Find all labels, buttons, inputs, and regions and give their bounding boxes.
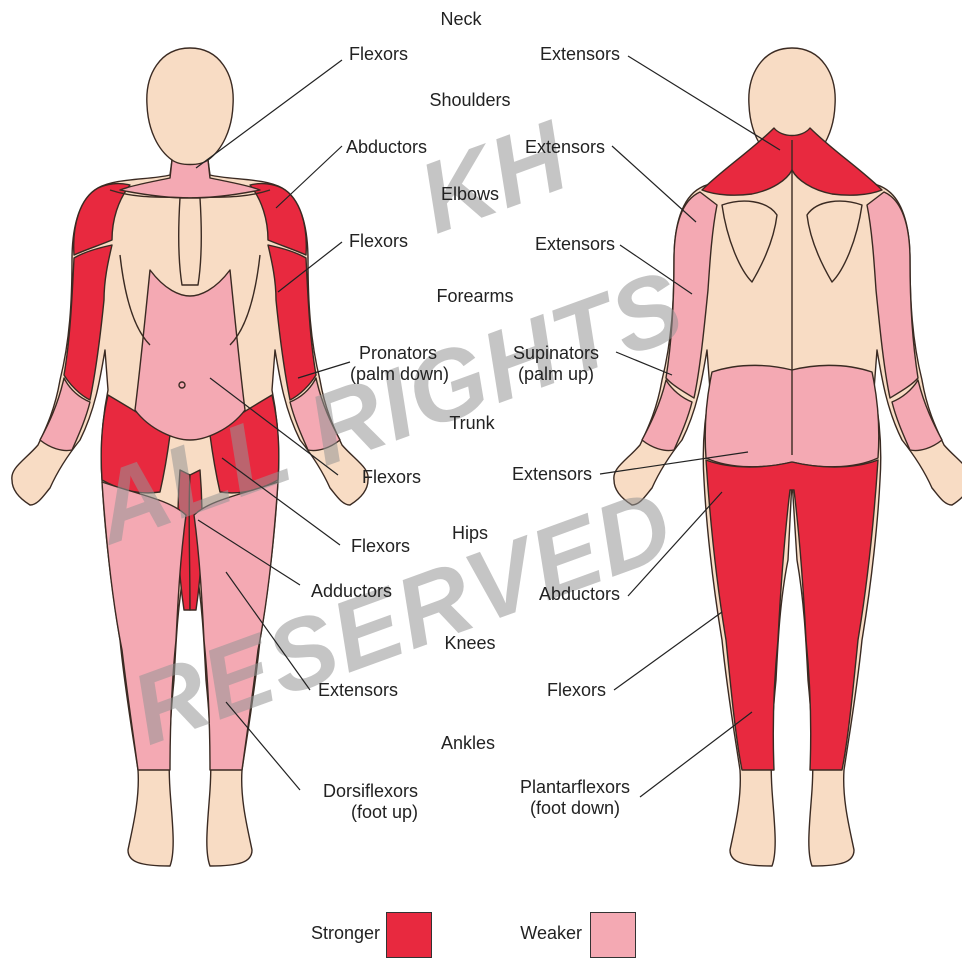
- leader-back-forearm-supinators: [616, 352, 672, 375]
- label-front-neck-flexors: Flexors: [349, 44, 408, 65]
- joint-forearms: Forearms: [420, 286, 530, 307]
- leader-back-neck-extensors: [628, 56, 780, 150]
- label-front-knee-extensors: Extensors: [318, 680, 398, 701]
- legend-stronger-swatch: [386, 912, 432, 958]
- label-front-pronators-note: (palm down): [350, 364, 446, 385]
- leader-front-ankle-dorsiflexors: [226, 702, 300, 790]
- leader-front-hip-flexors: [222, 458, 340, 545]
- leader-front-trunk-flexors: [210, 378, 338, 475]
- leader-back-hip-abductors: [628, 492, 722, 596]
- label-back-forearm-supinators: Supinators (palm up): [504, 343, 608, 385]
- leader-back-ankle-plantarflexors: [640, 712, 752, 797]
- joint-hips: Hips: [430, 523, 510, 544]
- leader-back-trunk-extensors: [600, 452, 748, 474]
- joint-neck: Neck: [421, 9, 501, 30]
- label-back-supinators-note: (palm up): [504, 364, 608, 385]
- leader-front-forearm-pronators: [298, 362, 350, 378]
- leader-front-knee-extensors: [226, 572, 310, 690]
- label-front-hip-adductors: Adductors: [311, 581, 392, 602]
- leader-front-hip-adductors: [198, 520, 300, 585]
- label-back-knee-flexors: Flexors: [526, 680, 606, 701]
- joint-ankles: Ankles: [428, 733, 508, 754]
- label-front-dorsiflexors-note: (foot up): [298, 802, 418, 823]
- joint-trunk: Trunk: [432, 413, 512, 434]
- label-back-ankle-plantarflexors: Plantarflexors (foot down): [500, 777, 650, 819]
- label-front-elbow-flexors: Flexors: [349, 231, 408, 252]
- label-front-hip-flexors: Flexors: [351, 536, 410, 557]
- legend-stronger-label: Stronger: [282, 923, 380, 944]
- label-front-ankle-dorsiflexors: Dorsiflexors (foot up): [298, 781, 418, 823]
- leader-back-elbow-extensors: [620, 245, 692, 294]
- label-back-shoulder-extensors: Extensors: [495, 137, 605, 158]
- leader-front-neck-flexors: [196, 60, 342, 168]
- label-front-shoulder-abductors: Abductors: [346, 137, 427, 158]
- legend-weaker-label: Weaker: [496, 923, 582, 944]
- label-back-plantarflexors-note: (foot down): [500, 798, 650, 819]
- joint-knees: Knees: [430, 633, 510, 654]
- label-front-forearm-pronators: Pronators (palm down): [350, 343, 446, 385]
- legend-weaker-swatch: [590, 912, 636, 958]
- label-front-trunk-flexors: Flexors: [362, 467, 421, 488]
- leader-front-elbow-flexors: [278, 242, 342, 292]
- label-back-trunk-extensors: Extensors: [482, 464, 592, 485]
- joint-shoulders: Shoulders: [410, 90, 530, 111]
- leader-front-shoulder-abductors: [276, 146, 342, 208]
- leader-back-knee-flexors: [614, 612, 722, 690]
- joint-elbows: Elbows: [430, 184, 510, 205]
- leader-back-shoulder-extensors: [612, 146, 696, 222]
- label-back-supinators-main: Supinators: [504, 343, 608, 364]
- label-back-hip-abductors: Abductors: [510, 584, 620, 605]
- label-front-pronators-main: Pronators: [350, 343, 446, 364]
- label-front-dorsiflexors-main: Dorsiflexors: [298, 781, 418, 802]
- label-back-plantarflexors-main: Plantarflexors: [500, 777, 650, 798]
- label-back-neck-extensors: Extensors: [510, 44, 620, 65]
- label-back-elbow-extensors: Extensors: [505, 234, 615, 255]
